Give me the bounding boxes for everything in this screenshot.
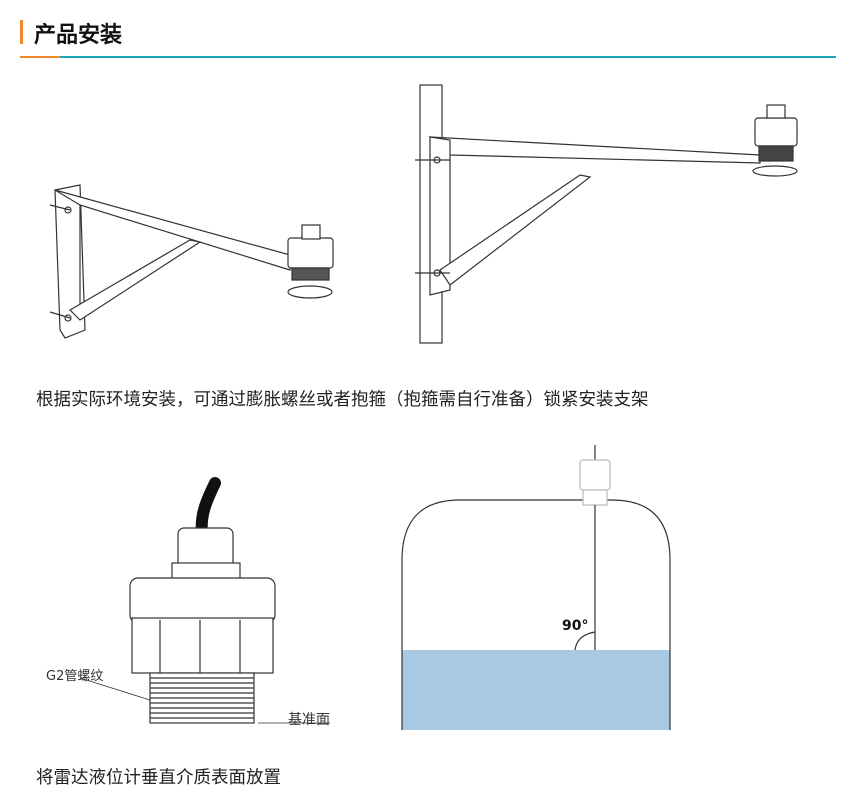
pole-mount-bracket-illustration: [415, 84, 798, 344]
thread-label: G2管螺纹: [46, 669, 104, 684]
reference-plane-label: 基准面: [288, 712, 330, 728]
title-underline: [60, 56, 836, 58]
placement-caption: 将雷达液位计垂直介质表面放置: [36, 768, 281, 788]
section-title: 产品安装: [34, 23, 123, 48]
sensor-thread-illustration: [79, 477, 330, 724]
installation-caption: 根据实际环境安装，可通过膨胀螺丝或者抱箍（抱箍需自行准备）锁紧安装支架: [36, 390, 649, 410]
tank-vertical-placement-illustration: [401, 445, 671, 730]
angle-label: 90°: [562, 618, 589, 634]
title-underline-accent: [20, 56, 60, 58]
wall-mount-bracket-illustration: [49, 184, 334, 339]
title-accent-bar: [20, 20, 23, 44]
